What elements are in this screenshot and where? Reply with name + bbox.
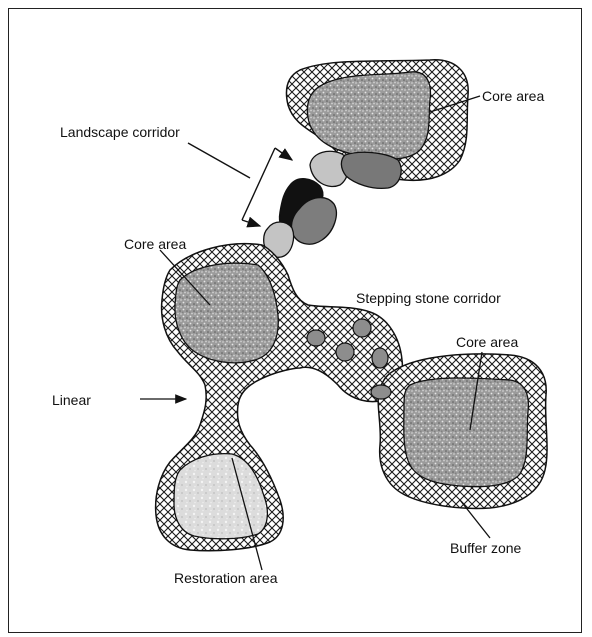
label-linear: Linear bbox=[52, 392, 91, 408]
top-core-area bbox=[307, 72, 430, 159]
label-core-area-left: Core area bbox=[124, 236, 186, 252]
stepping-stone bbox=[336, 343, 354, 361]
label-buffer-zone: Buffer zone bbox=[450, 540, 521, 556]
label-core-area-right: Core area bbox=[456, 334, 518, 350]
left-core-area bbox=[175, 263, 278, 363]
corridor-arrow-top bbox=[275, 148, 292, 160]
label-restoration-area: Restoration area bbox=[174, 570, 278, 586]
stepping-stone bbox=[372, 348, 388, 368]
landscape-corridor-bracket bbox=[188, 143, 250, 178]
stepping-stone bbox=[307, 330, 325, 346]
label-landscape-corridor: Landscape corridor bbox=[60, 124, 180, 140]
label-core-area-top: Core area bbox=[482, 88, 544, 104]
label-stepping-stone-corridor: Stepping stone corridor bbox=[356, 290, 501, 306]
corridor-bracket-stem bbox=[242, 148, 275, 220]
corridor-arrow-bottom bbox=[242, 220, 260, 226]
right-core-area bbox=[404, 378, 529, 487]
corridor-patch-mid-right bbox=[341, 152, 401, 188]
stepping-stone bbox=[371, 385, 391, 399]
stepping-stone bbox=[353, 319, 371, 337]
